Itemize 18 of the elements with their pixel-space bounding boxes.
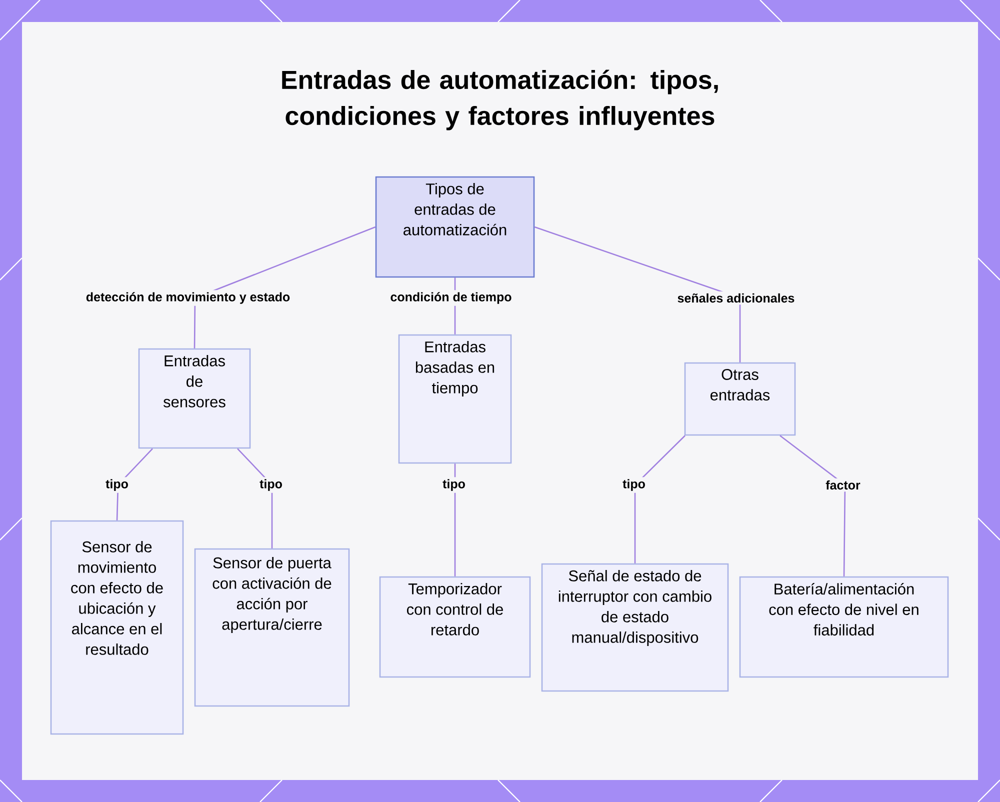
leaf-box: Sensor de movimiento con efecto de ubicación y alcance en el resultado <box>50 520 184 735</box>
edge-label: condición de tiempo <box>388 290 514 306</box>
category-box: Otras entradas <box>684 362 796 436</box>
category-box: Entradas basadas en tiempo <box>398 334 512 464</box>
edge-label: detección de movimiento y estado <box>84 290 292 306</box>
edge-label: tipo <box>440 477 468 493</box>
edge-label: tipo <box>104 477 130 493</box>
category-box: Entradas de sensores <box>138 348 251 449</box>
root-box: Tipos de entradas de automatización <box>375 176 535 278</box>
edge-label: tipo <box>620 477 648 493</box>
leaf-box: Temporizador con control de retardo <box>379 576 531 678</box>
edge-label: tipo <box>258 477 284 493</box>
title: Entradas de automatización: tipos, condiciones y factores influyentes <box>282 70 718 130</box>
leaf-box: Sensor de puerta con activación de acción por apertura/cierre <box>194 548 350 707</box>
leaf-box: Batería/alimentación con efecto de nivel en fiabilidad <box>739 576 949 678</box>
leaf-box: Señal de estado de interruptor con cambio de estado manual/dispositivo <box>541 563 729 692</box>
edge-label: señales adicionales <box>675 291 797 305</box>
edge-label: factor <box>824 478 862 492</box>
